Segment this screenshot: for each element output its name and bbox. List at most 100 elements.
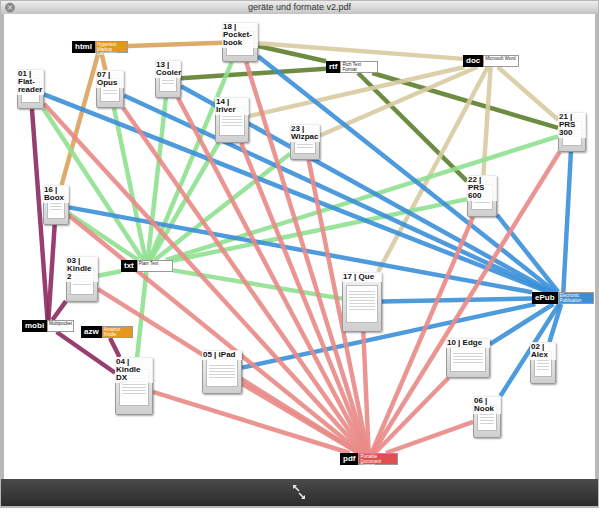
format-name: html <box>72 41 95 53</box>
bottom-bar <box>1 479 598 506</box>
format-device-connector <box>69 214 138 260</box>
format-name: rtf <box>326 61 340 73</box>
device-label: 04 | Kindle DX <box>115 357 153 383</box>
format-name: mobi <box>22 320 47 332</box>
device-box: 07 | Opus <box>96 70 124 108</box>
device-box: 13 | Cooler <box>155 60 181 98</box>
expand-icon <box>293 485 305 499</box>
device-box: 17 | Que <box>342 272 382 332</box>
device-box: 06 | Nook <box>473 396 501 438</box>
format-description: Electronic Publication <box>558 292 594 304</box>
format-device-connector <box>48 225 54 320</box>
screen-text-lines <box>209 363 235 378</box>
format-device-connector <box>378 67 488 272</box>
device-box: 21 | PRS 300 <box>558 112 586 152</box>
format-device-connector <box>363 332 368 453</box>
format-description: Hypertext Markup Language <box>95 41 128 53</box>
format-box: mobiMobipocket <box>22 320 74 332</box>
format-device-connector <box>69 207 532 292</box>
format-device-connector <box>110 338 120 357</box>
format-description: Amazon Kindle <box>102 326 133 338</box>
device-label: 16 | Boox <box>43 185 69 203</box>
close-button <box>6 3 15 12</box>
format-device-connector <box>490 304 554 344</box>
format-box: pdfPortable Document Format <box>340 453 398 465</box>
format-device-connector <box>44 104 364 453</box>
format-device-connector <box>44 94 548 292</box>
device-label: 22 | PRS 600 <box>467 175 497 201</box>
format-name: txt <box>121 260 137 272</box>
device-box: 22 | PRS 600 <box>467 175 497 217</box>
device-label: 23 | Wizpac <box>290 124 320 142</box>
format-device-connector <box>98 289 359 453</box>
format-box: txtPlain Text <box>121 260 173 272</box>
device-screen <box>450 347 486 372</box>
format-device-connector <box>382 299 532 302</box>
format-box: azwAmazon Kindle <box>81 326 133 338</box>
format-device-connector <box>258 43 463 59</box>
device-box: 03 | Kindle 2 <box>66 256 98 302</box>
format-device-connector <box>69 216 362 453</box>
format-box: rtfRich Text Format <box>326 61 378 73</box>
device-label: 06 | Nook <box>473 396 501 414</box>
device-box: 04 | Kindle DX <box>115 357 153 415</box>
format-device-connector <box>57 332 115 373</box>
format-description: Microsoft Word <box>483 55 519 67</box>
device-label: 18 | Pocket-book <box>222 22 258 48</box>
format-device-connector <box>242 304 535 368</box>
format-description: Plain Text <box>137 260 173 272</box>
device-box: 02 | Alex <box>530 342 556 384</box>
format-device-connector <box>123 108 364 453</box>
format-device-connector <box>386 422 473 453</box>
device-label: 17 | Que <box>342 272 382 282</box>
format-device-connector <box>373 152 560 453</box>
format-box: htmlHypertext Markup Language <box>72 41 128 53</box>
format-name: doc <box>463 55 483 67</box>
screen-text-lines <box>453 351 483 365</box>
format-device-connector <box>372 217 473 453</box>
format-device-connector <box>52 301 66 320</box>
window-title: geräte und formate v2.pdf <box>40 1 559 13</box>
device-label: 21 | PRS 300 <box>558 112 586 138</box>
device-box: 18 | Pocket-book <box>222 22 258 62</box>
format-device-connector <box>242 384 359 453</box>
screen-text-lines <box>349 289 375 311</box>
device-label: 07 | Opus <box>96 70 124 88</box>
device-label: 14 | Iriver <box>215 97 249 115</box>
device-box: 23 | Wizpac <box>290 124 320 160</box>
format-name: azw <box>81 326 102 338</box>
device-label: 05 | iPad <box>202 350 242 360</box>
format-device-connector <box>258 56 555 292</box>
format-box: docMicrosoft Word <box>463 55 519 67</box>
device-label: 02 | Alex <box>530 342 556 360</box>
window-title-text: geräte und formate v2.pdf <box>248 2 351 12</box>
device-label: 03 | Kindle 2 <box>66 256 98 282</box>
format-device-connector <box>128 43 222 46</box>
device-label: 01 | Flat-reader <box>17 69 44 95</box>
device-box: 01 | Flat-reader <box>17 69 44 109</box>
device-box: 16 | Boox <box>43 185 69 225</box>
format-device-connector <box>166 136 558 260</box>
format-description: Mobipocket <box>47 320 74 332</box>
format-device-connector <box>153 392 350 453</box>
format-box: ePubElectronic Publication <box>532 292 594 304</box>
format-name: ePub <box>532 292 558 304</box>
device-box: 10 | Edge <box>446 338 490 378</box>
format-description: Portable Document Format <box>358 453 398 465</box>
device-label: 13 | Cooler <box>155 60 181 78</box>
device-label: 10 | Edge <box>446 338 490 348</box>
canvas <box>4 14 595 479</box>
device-screen <box>206 359 238 387</box>
format-name: pdf <box>340 453 358 465</box>
format-device-connector <box>181 69 326 78</box>
device-box: 14 | Iriver <box>215 97 249 143</box>
format-device-connector <box>497 215 558 292</box>
close-cross <box>8 6 12 10</box>
title-bar <box>1 1 598 14</box>
format-description: Rich Text Format <box>340 61 378 73</box>
format-device-connector <box>98 271 121 276</box>
device-box: 05 | iPad <box>202 350 242 394</box>
format-device-connector <box>498 67 558 120</box>
device-screen <box>346 285 378 323</box>
